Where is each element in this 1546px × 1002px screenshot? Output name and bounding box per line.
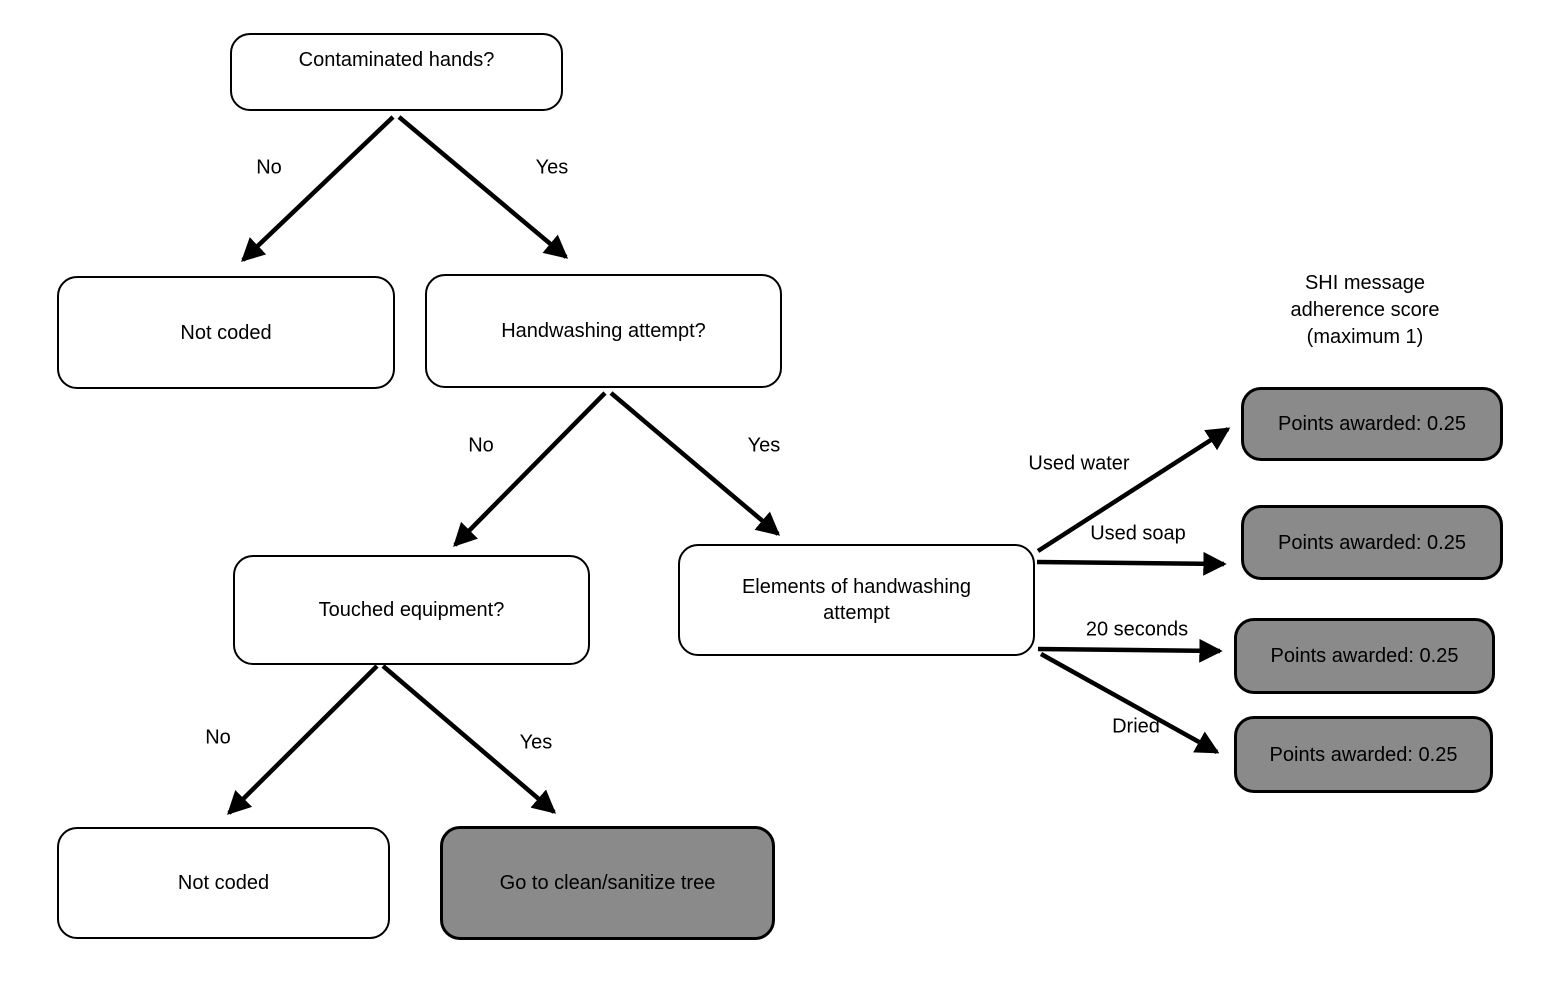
arrow-used-water [1036,427,1231,553]
edge-label-contaminated-no: No [256,156,282,179]
node-label: Points awarded: 0.25 [1270,645,1459,667]
arrow-used-soap [1036,551,1227,576]
node-points-awarded-3: Points awarded: 0.25 [1234,618,1495,694]
node-not-coded-top: Not coded [57,276,395,389]
node-label: Handwashing attempt? [501,320,706,342]
score-column-heading: SHI message adherence score (maximum 1) [1245,270,1485,351]
arrow-contaminated-yes [397,115,569,259]
node-points-awarded-1: Points awarded: 0.25 [1241,387,1503,461]
edge-label-handwashing-no: No [468,434,494,457]
arrow-twenty-seconds [1037,638,1223,663]
node-go-to-clean-sanitize-tree: Go to clean/sanitize tree [440,826,775,940]
arrow-contaminated-no [241,115,395,262]
edge-label-dried: Dried [1112,715,1160,738]
node-label: Not coded [177,872,270,894]
node-label: Contaminated hands? [298,49,495,71]
arrow-dried [1039,652,1220,754]
arrow-handwashing-yes [609,391,781,536]
edge-label-contaminated-yes: Yes [535,156,569,179]
node-not-coded-bottom: Not coded [57,827,390,939]
arrow-touched-no [227,664,379,815]
edge-label-twenty-seconds: 20 seconds [1085,618,1189,641]
node-points-awarded-4: Points awarded: 0.25 [1234,716,1493,793]
edge-label-used-soap: Used soap [1090,522,1186,545]
node-elements-of-handwashing: Elements of handwashing attempt [678,544,1035,656]
node-handwashing-attempt: Handwashing attempt? [425,274,782,388]
node-label: Not coded [180,321,272,344]
edge-label-touched-yes: Yes [519,731,553,754]
arrow-touched-yes [381,664,557,814]
node-label: Points awarded: 0.25 [1269,743,1458,766]
edge-label-touched-no: No [205,726,231,749]
edge-label-handwashing-yes: Yes [747,434,781,457]
score-heading-line-3: (maximum 1) [1306,326,1424,348]
node-label: Touched equipment? [318,599,505,621]
edge-label-used-water: Used water [1028,452,1130,475]
node-contaminated-hands: Contaminated hands? [230,33,563,111]
node-label: Elements of handwashing attempt [741,576,972,624]
node-label: Go to clean/sanitize tree [499,872,716,894]
node-touched-equipment: Touched equipment? [233,555,590,665]
node-points-awarded-2: Points awarded: 0.25 [1241,505,1503,580]
arrow-handwashing-no [453,391,607,547]
score-heading-line-1: SHI message [1304,272,1426,294]
score-heading-line-2: adherence score [1290,299,1440,321]
node-label: Points awarded: 0.25 [1278,531,1466,554]
node-label: Points awarded: 0.25 [1278,413,1466,435]
